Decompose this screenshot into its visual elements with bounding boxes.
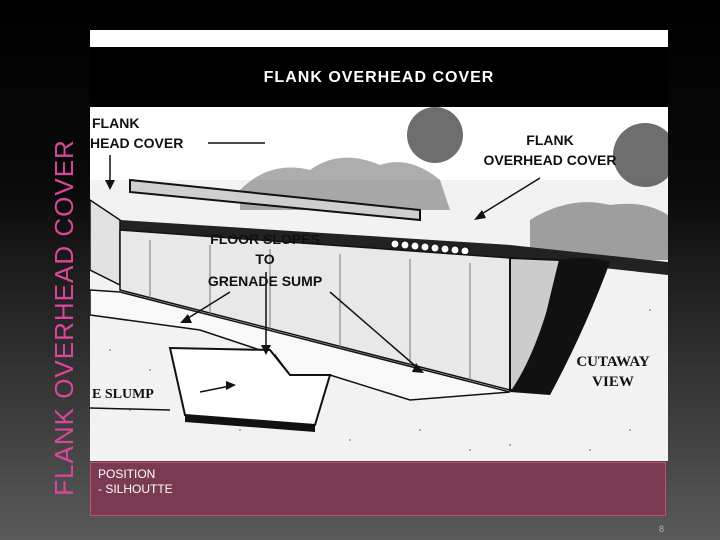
leader-lines: [109, 142, 541, 393]
label-right-flank: FLANK: [526, 132, 573, 148]
figure-image: FLANK OVERHEAD COVER: [90, 30, 668, 461]
caption-box: POSITION - SILHOUTTE: [90, 462, 666, 516]
label-grenade-sump: GRENADE SUMP: [208, 273, 322, 289]
caption-line-silhouette: - SILHOUTTE: [98, 482, 173, 496]
tree-right: [613, 123, 668, 187]
bushes-right: [530, 202, 668, 260]
caption-line-position: POSITION: [98, 467, 156, 481]
label-left-flank: FLANK: [92, 115, 139, 131]
sump-bottom: [185, 415, 315, 432]
arrow-heads: [105, 180, 486, 390]
label-right-overhead-cover: OVERHEAD COVER: [483, 152, 616, 168]
label-floor-slopes: FLOOR SLOPES: [210, 231, 320, 247]
slide-number: 8: [658, 524, 664, 534]
label-left-head-cover: HEAD COVER: [90, 135, 183, 151]
log-ends: [390, 239, 470, 256]
cutaway-edge: [510, 257, 610, 395]
fighting-position-illustration: FLANK OVERHEAD COVER: [90, 47, 668, 461]
tree-center: [407, 107, 463, 163]
label-cutaway: CUTAWAY: [576, 354, 650, 370]
label-to: TO: [255, 251, 274, 267]
label-slump: E SLUMP: [92, 387, 154, 402]
slide-title: Flank Overhead Cover: [48, 139, 79, 496]
overhead-slab: [129, 178, 421, 222]
figure-heading: FLANK OVERHEAD COVER: [264, 69, 495, 86]
sump-rim: [90, 407, 171, 411]
heading-band: [90, 47, 668, 107]
label-view: VIEW: [592, 374, 634, 390]
vertical-title-container: Flank Overhead Cover: [40, 120, 88, 515]
